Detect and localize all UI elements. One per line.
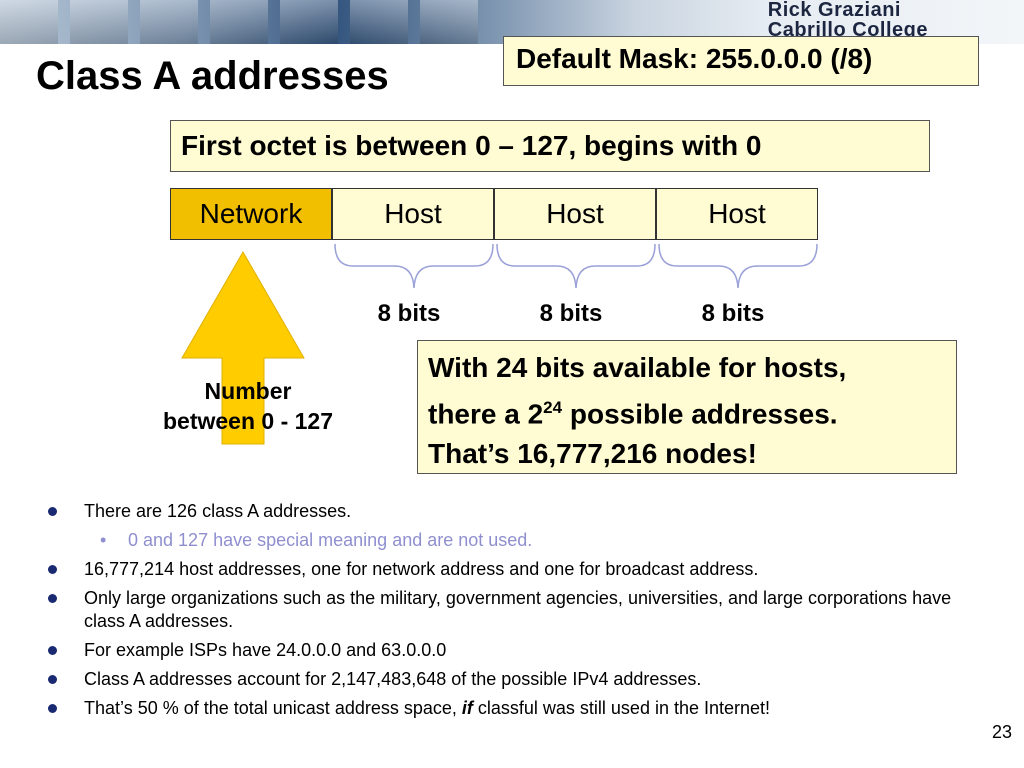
slide-title: Class A addresses (36, 54, 389, 98)
octet-braces (334, 243, 818, 289)
host-count-callout: With 24 bits available for hosts, there … (417, 340, 957, 474)
host-field: Host (494, 188, 656, 240)
author-credit: Rick Graziani Cabrillo College (768, 0, 928, 40)
page-number: 23 (991, 722, 1012, 742)
banner-image-tile (350, 0, 408, 44)
range-label-line: between 0 - 127 (162, 408, 334, 434)
callout-text: possible addresses. (562, 398, 838, 430)
bullet-text: classful was still used in the Internet! (472, 698, 771, 718)
banner-image-tile (0, 0, 58, 44)
sub-bullet-item: 0 and 127 have special meaning and are n… (46, 529, 986, 552)
header-banner: Rick Graziani Cabrillo College (0, 0, 1024, 44)
banner-image-tile (280, 0, 338, 44)
bullet-item: Class A addresses account for 2,147,483,… (46, 668, 986, 691)
bullet-text: That’s 50 % of the total unicast address… (84, 698, 462, 718)
first-octet-callout: First octet is between 0 – 127, begins w… (170, 120, 930, 172)
bullet-item: 16,777,214 host addresses, one for netwo… (46, 558, 986, 581)
callout-text: there a 2 (428, 398, 544, 430)
author-name: Rick Graziani (767, 0, 901, 21)
college-name: Cabrillo College (767, 19, 928, 41)
bullet-item: There are 126 class A addresses. (46, 500, 986, 523)
banner-image-tile (140, 0, 198, 44)
bits-label: 8 bits (539, 300, 603, 327)
callout-line: That’s 16,777,216 nodes! (428, 438, 757, 470)
emphasis-text: if (461, 698, 473, 718)
brace-1 (334, 243, 494, 289)
callout-line: there a 224 possible addresses. (428, 388, 946, 434)
up-arrow (181, 250, 305, 445)
host-field: Host (656, 188, 818, 240)
bits-label: 8 bits (701, 300, 765, 327)
host-field: Host (332, 188, 494, 240)
default-mask-callout: Default Mask: 255.0.0.0 (/8) (503, 36, 979, 86)
banner-image-tile (70, 0, 128, 44)
brace-3 (658, 243, 818, 289)
banner-image-tile (210, 0, 268, 44)
bullet-item: For example ISPs have 24.0.0.0 and 63.0.… (46, 639, 986, 662)
range-label-line: Number (204, 378, 292, 404)
bullet-item: That’s 50 % of the total unicast address… (46, 697, 986, 720)
banner-image-tile (420, 0, 478, 44)
callout-line: With 24 bits available for hosts, (428, 352, 847, 383)
brace-2 (496, 243, 656, 289)
network-field: Network (170, 188, 332, 240)
exponent: 24 (543, 398, 563, 417)
first-octet-range-label: Number between 0 - 127 (130, 376, 366, 436)
bullet-list: There are 126 class A addresses. 0 and 1… (46, 500, 986, 726)
bullet-item: Only large organizations such as the mil… (46, 587, 986, 633)
bits-label: 8 bits (377, 300, 441, 327)
